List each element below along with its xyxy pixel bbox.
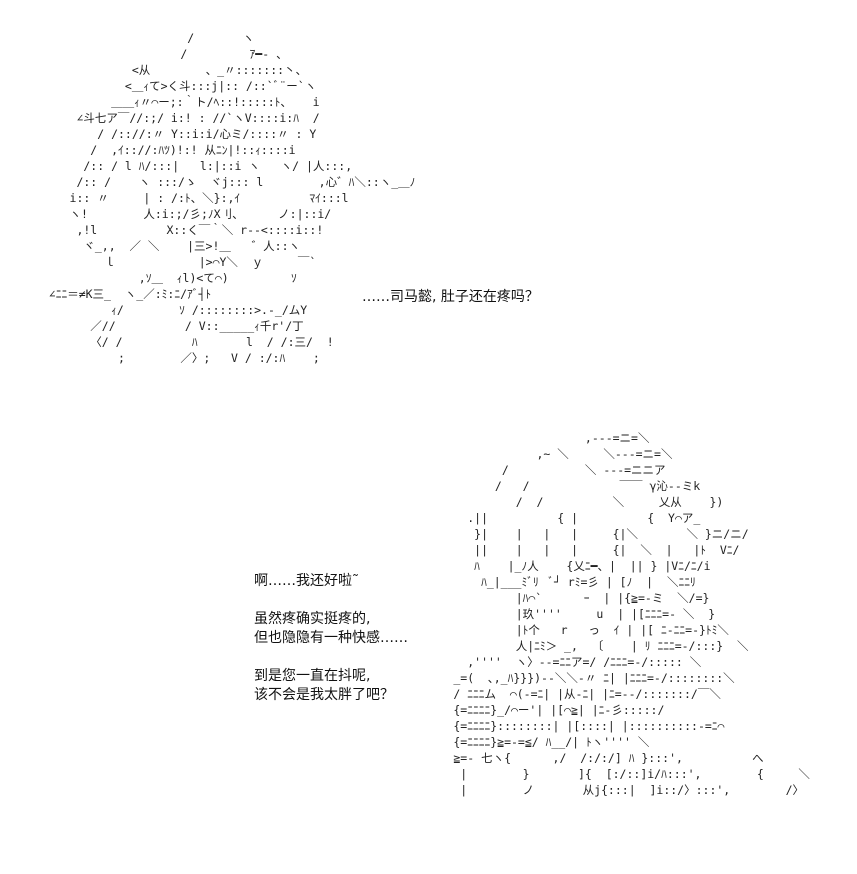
speech-line: 啊……我还好啦˜	[254, 573, 359, 589]
speech-text-top: ……司马懿, 肚子还在疼吗？	[362, 288, 539, 307]
speech-line-blank	[254, 648, 408, 667]
speech-text-bottom: 啊……我还好啦˜ 虽然疼确实挺疼的, 但也隐隐有一种快感…… 到是您一直在抖呢,…	[254, 572, 408, 705]
speech-line-blank	[254, 591, 408, 610]
ascii-art-character-top: / ヽ / ｱ━- 、 <从 、_〃:::::::丶、 <＿ｨて>く斗:::j|…	[48, 31, 416, 365]
ascii-art-character-bottom: ,---=ニ=＼ ,~ ＼ ＼---=ニ=＼ / ＼ ---=ニニア / / ￣…	[453, 431, 810, 797]
speech-line: ……司马懿, 肚子还在疼吗？	[362, 289, 539, 305]
speech-line: 到是您一直在抖呢,	[254, 668, 371, 684]
speech-line: 该不会是我太胖了吧？	[254, 687, 394, 703]
speech-line: 虽然疼确实挺疼的,	[254, 611, 371, 627]
speech-line: 但也隐隐有一种快感……	[254, 630, 408, 646]
